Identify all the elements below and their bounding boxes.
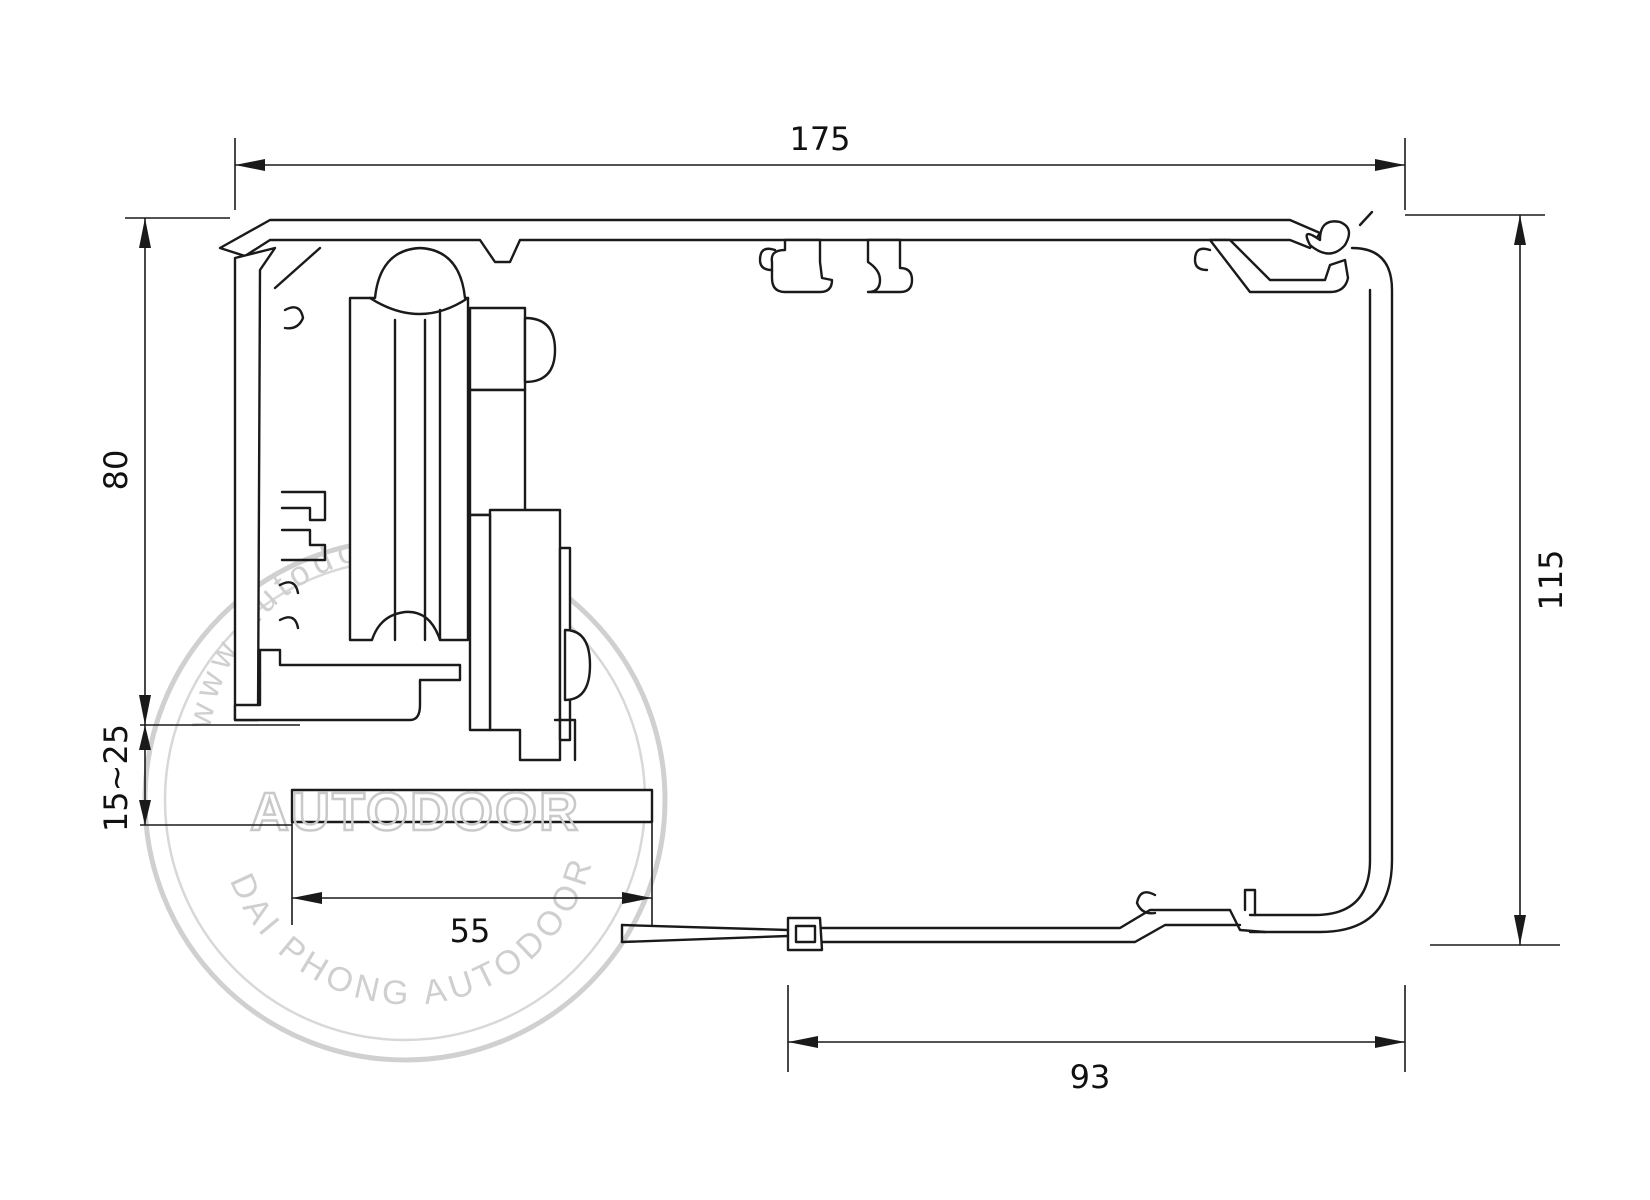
hanger-block <box>468 306 527 392</box>
bottom-bar-bottom <box>818 923 1242 944</box>
left-floor <box>233 648 462 722</box>
watermark-company: DAI PHONG AUTODOOR <box>222 850 601 1013</box>
left-tab-lower <box>280 528 327 562</box>
bracket-foot <box>553 718 577 762</box>
roller-hanger <box>348 246 592 762</box>
top-housing-profile <box>218 210 1394 952</box>
roller-grooves <box>393 308 442 642</box>
left-tab-upper <box>280 490 327 522</box>
brush-strip <box>620 923 790 944</box>
dim-label-175: 175 <box>789 120 850 158</box>
watermark-brand: AUTODOOR <box>250 782 580 842</box>
dimension-80: 80 <box>97 217 300 726</box>
hanger-spine <box>468 513 492 732</box>
right-curl <box>1305 220 1351 255</box>
dimension-55: 55 <box>291 822 653 950</box>
end-clip-inner <box>794 924 817 944</box>
roller-arc <box>368 296 470 316</box>
bottom-bar-top <box>818 908 1267 934</box>
bottom-tab <box>1243 888 1257 917</box>
t-slot-right <box>866 238 914 294</box>
hanger-bracket <box>488 508 562 762</box>
door-leaf <box>290 788 654 824</box>
dim-label-55: 55 <box>450 912 491 950</box>
hanger-bolt <box>523 316 557 384</box>
dim-label-115: 115 <box>1532 549 1570 610</box>
left-hook-top <box>283 306 305 330</box>
right-gutter <box>1208 238 1350 294</box>
left-diagonal <box>273 246 322 290</box>
dim-label-clearance: 15~25 <box>97 724 135 832</box>
right-tip <box>1358 210 1374 227</box>
cover-inner <box>1248 288 1372 917</box>
hanger-plate <box>468 388 527 517</box>
dim-label-93: 93 <box>1070 1058 1111 1096</box>
dim-label-80: 80 <box>97 450 135 491</box>
cover-outer <box>1248 246 1394 934</box>
dimension-115: 115 <box>1405 214 1570 946</box>
left-hooks-lower <box>278 581 300 630</box>
right-hook-top <box>1193 247 1212 272</box>
top-bar <box>218 218 1322 264</box>
t-slot-left <box>770 238 834 294</box>
lower-bolt <box>563 628 592 702</box>
dimension-clearance: 15~25 <box>97 724 292 832</box>
left-wall <box>233 246 277 722</box>
dimension-175: 175 <box>234 120 1406 210</box>
top-hook-left <box>758 247 777 272</box>
roller-wheel <box>348 246 470 642</box>
dimension-93: 93 <box>787 985 1406 1096</box>
bottom-hook <box>1135 891 1157 915</box>
